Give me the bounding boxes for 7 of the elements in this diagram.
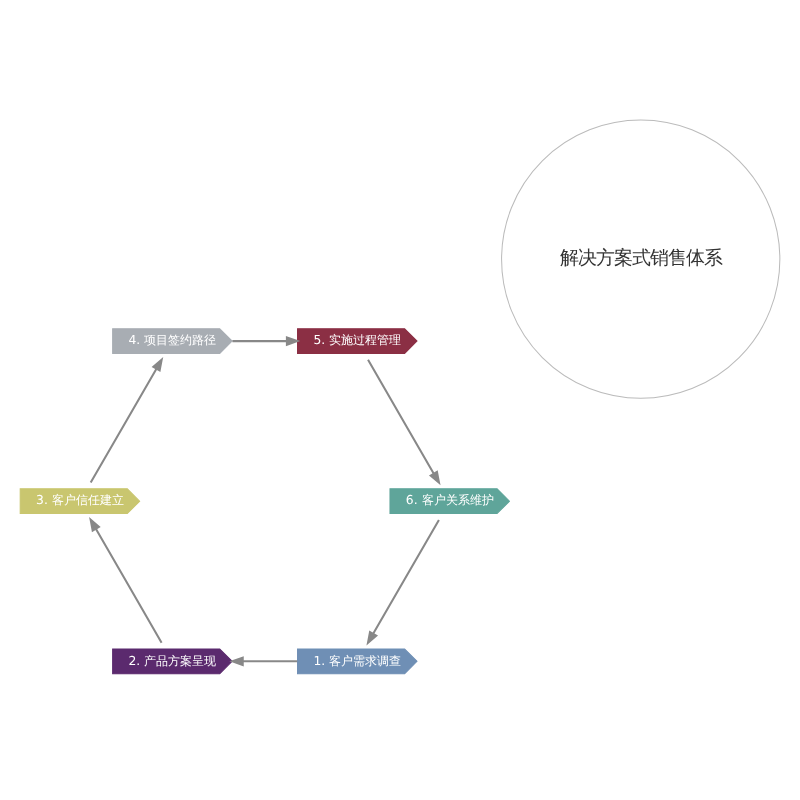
arrow xyxy=(366,519,440,646)
arrow xyxy=(89,517,163,644)
arrow xyxy=(232,336,301,347)
arrow xyxy=(229,656,298,667)
arrow xyxy=(367,359,441,486)
node-circle: 解决方案式销售体系 xyxy=(501,119,781,399)
arrow xyxy=(89,356,164,484)
